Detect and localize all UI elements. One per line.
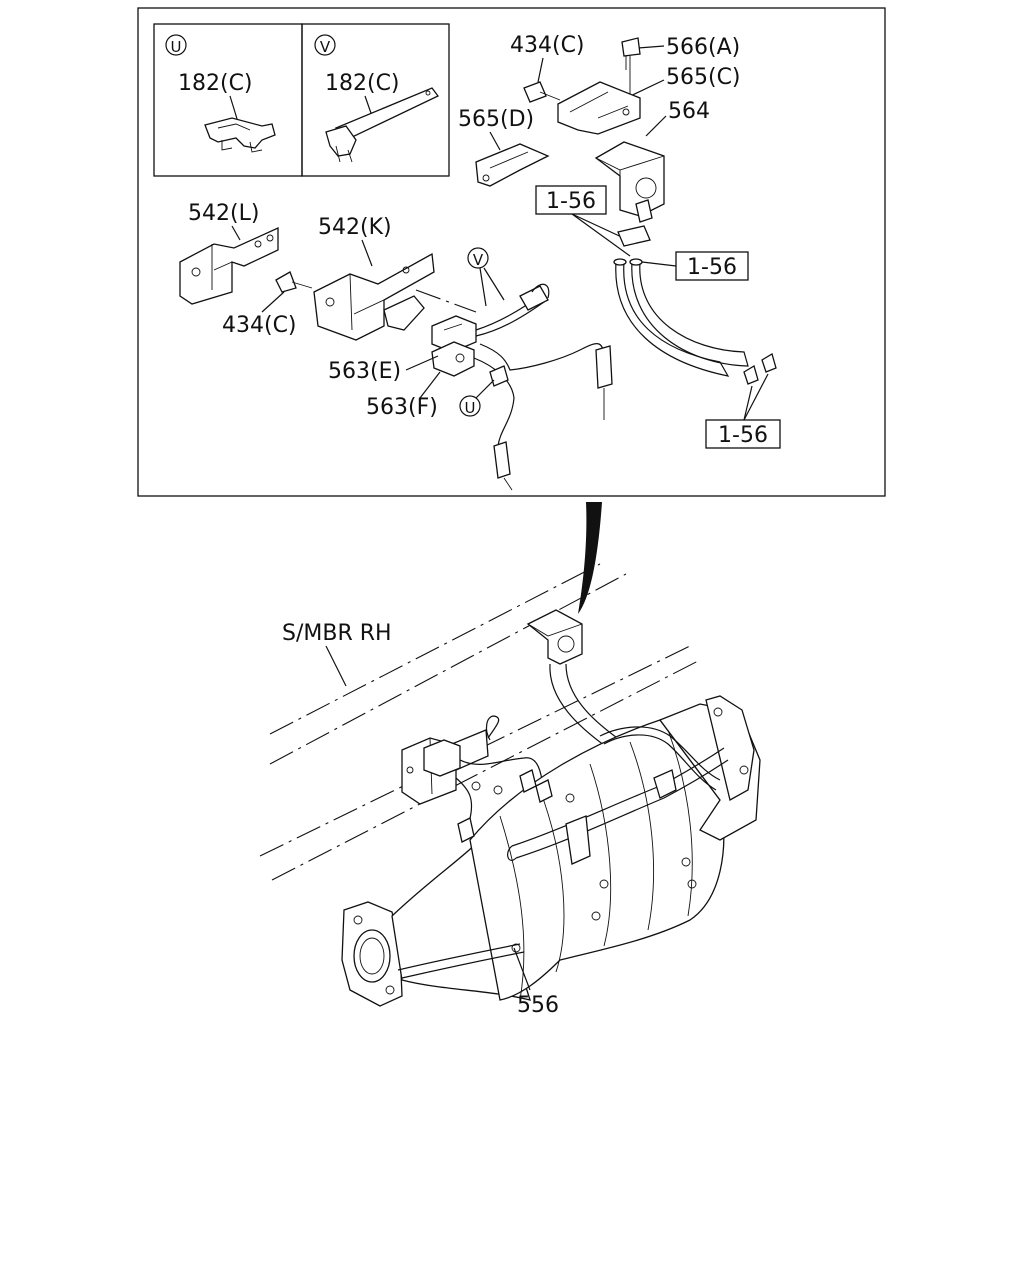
ref-1-56-c: 1-56 [718, 423, 768, 448]
wire-harness [473, 283, 613, 491]
sensor-564 [594, 141, 665, 223]
ref-box-1-56-a [535, 185, 607, 215]
label-542k: 542(K) [318, 215, 392, 240]
hose-mounted [549, 663, 621, 749]
hose-fittings [743, 353, 777, 385]
bolt-434c-bottom [275, 271, 313, 293]
inset-v: V 182(C) [301, 23, 450, 177]
sensor-mounted [526, 609, 583, 665]
bracket-542l [179, 226, 279, 305]
ref-1-56-b: 1-56 [687, 255, 737, 280]
label-434c-top: 434(C) [510, 33, 585, 58]
label-563f: 563(F) [366, 395, 438, 420]
inset-v-callout: V [320, 38, 331, 56]
bracket-565c [557, 81, 641, 135]
connector-563f [431, 341, 475, 377]
label-434c-bottom: 434(C) [222, 313, 297, 338]
frame-label-s-mbr-rh: S/MBR RH [282, 621, 392, 646]
connector-563e [431, 315, 477, 353]
assembly-556 [341, 695, 761, 1007]
detail-arrow [578, 502, 602, 614]
inset-u: U 182(C) [153, 23, 303, 177]
bracket-565d [475, 143, 550, 187]
inset-u-part-label: 182(C) [178, 71, 253, 96]
bolt-434c-top [523, 81, 561, 103]
callout-u-harness [459, 395, 481, 417]
label-565c: 565(C) [666, 65, 741, 90]
label-565d: 565(D) [458, 107, 534, 132]
cable-tie-182c-v [325, 87, 439, 163]
label-564: 564 [668, 99, 710, 124]
label-542l: 542(L) [188, 201, 259, 226]
ref-1-56-a: 1-56 [546, 189, 596, 214]
detail-panel-frame [137, 7, 886, 497]
inset-u-callout: U [171, 38, 182, 56]
inset-v-part-label: 182(C) [325, 71, 400, 96]
bracket-542k [313, 252, 435, 341]
clip-182c-u [204, 117, 276, 153]
label-563e: 563(E) [328, 359, 401, 384]
hose-pair [613, 225, 749, 377]
callout-v-harness-text: V [473, 251, 484, 269]
callout-v-harness [467, 247, 489, 269]
label-556: 556 [517, 993, 559, 1018]
ref-box-1-56-c [705, 419, 781, 449]
callout-u-harness-text: U [465, 399, 476, 417]
label-566a: 566(A) [666, 35, 740, 60]
